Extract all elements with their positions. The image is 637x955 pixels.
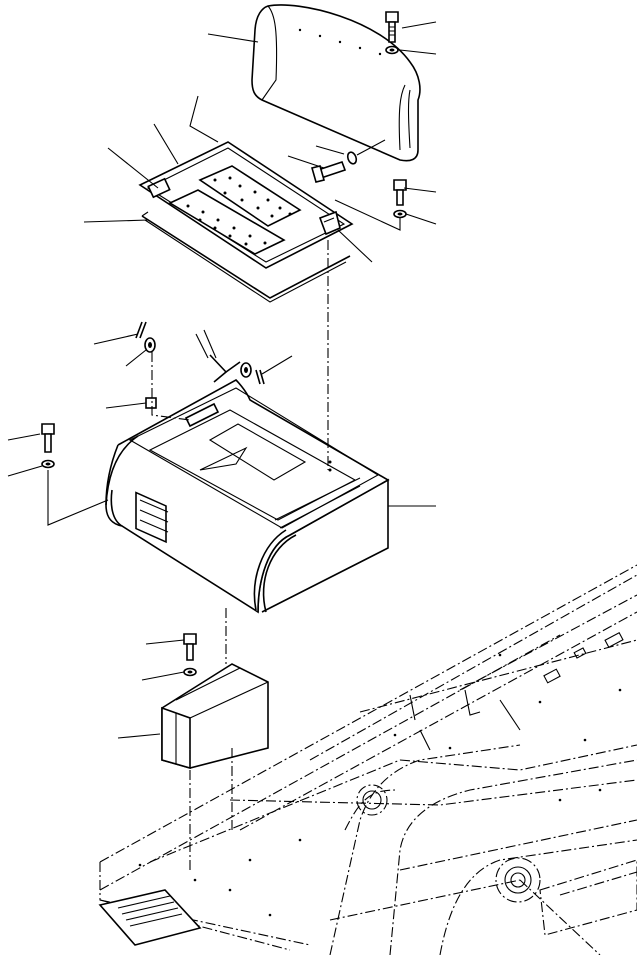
pad-sheet (198, 165, 302, 227)
assembly-lines (47, 199, 401, 870)
plate (138, 141, 354, 269)
side-bolt (311, 151, 358, 183)
bolt-2 (393, 179, 407, 206)
clip (135, 321, 156, 353)
machine-frame (98, 564, 637, 955)
gasket (141, 211, 351, 303)
bolt-3 (183, 633, 197, 677)
washer (385, 45, 399, 55)
toolbox-body (105, 379, 390, 614)
bolt-4 (41, 423, 55, 469)
step-plate (98, 889, 202, 946)
washer-2 (393, 209, 407, 219)
callout-leaders (7, 21, 437, 739)
rod (209, 354, 241, 383)
holder (161, 663, 269, 770)
retainer (145, 362, 265, 409)
bolt (385, 11, 399, 43)
cover-top (251, 4, 421, 162)
